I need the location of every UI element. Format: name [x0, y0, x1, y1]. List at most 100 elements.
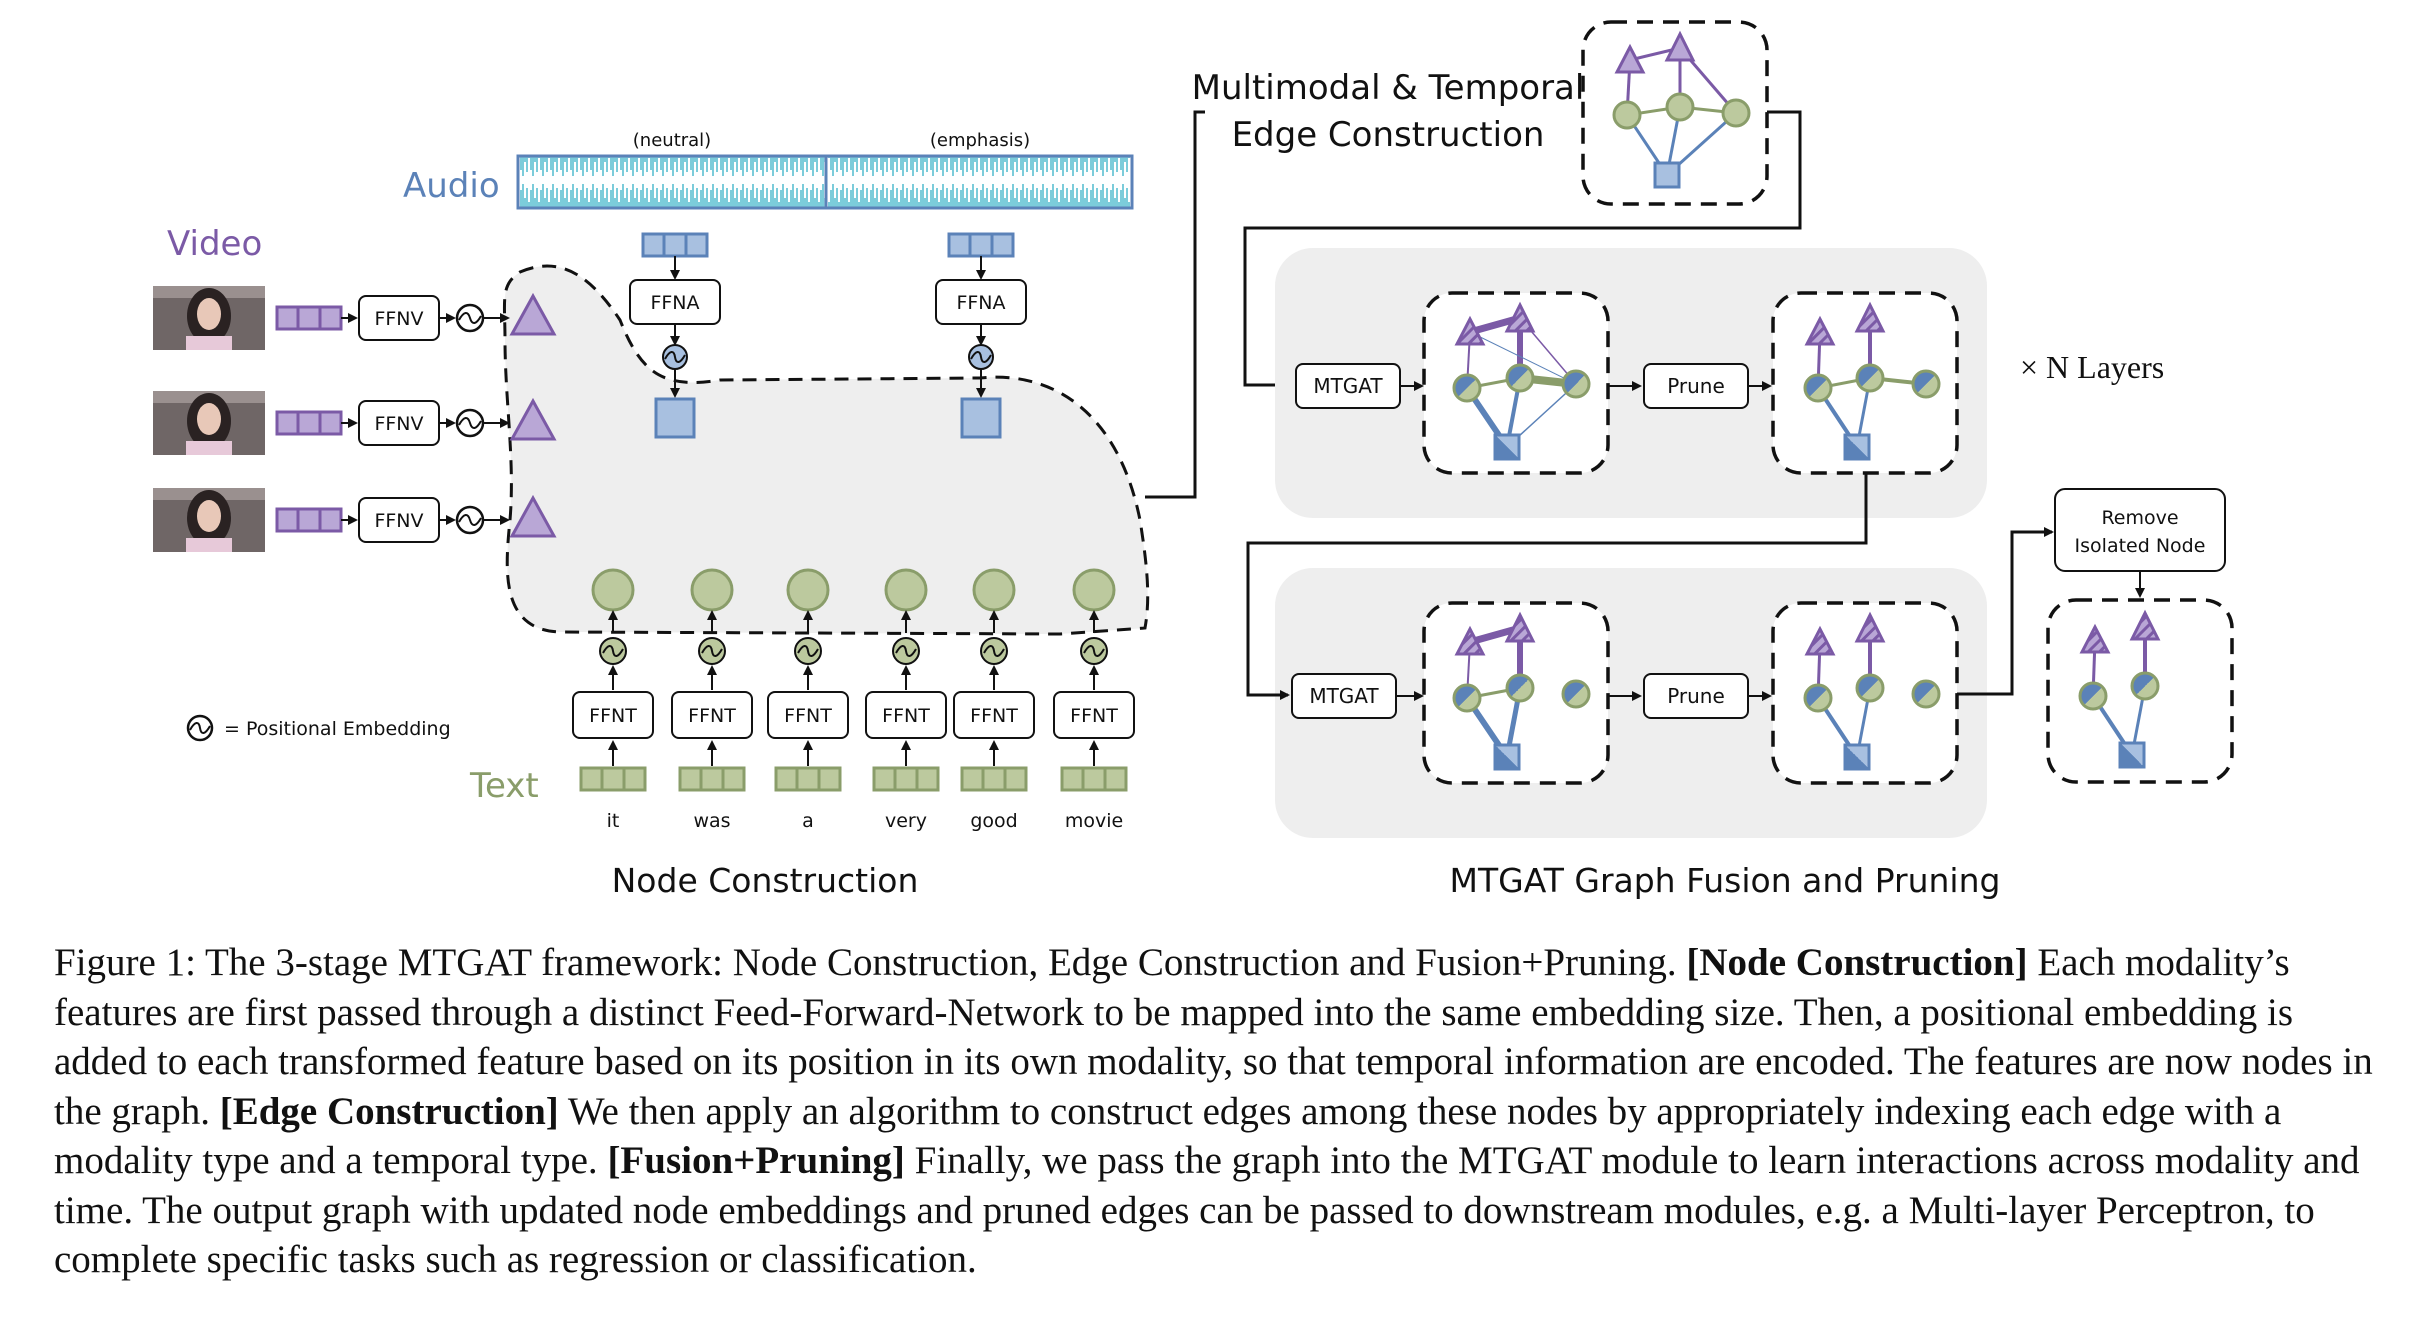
positional-embedding-icon — [455, 408, 485, 438]
video-feature-stack — [275, 305, 343, 331]
text-label: Text — [469, 766, 539, 806]
remove-line1: Remove — [2101, 507, 2178, 529]
ffn-text-label: FFNT — [688, 705, 736, 727]
video-row: FFNV — [153, 391, 557, 455]
pruned-graph-2 — [1803, 611, 1941, 771]
video-feature-stack — [275, 507, 343, 533]
edge-construction-title-2: Edge Construction — [1232, 115, 1545, 155]
ffn-text-box — [671, 691, 753, 739]
word-label: movie — [1065, 810, 1123, 832]
ffn-video-label: FFNV — [374, 413, 423, 435]
output-graph — [2078, 609, 2161, 769]
caption-edge-text: We then apply an algorithm to construct … — [54, 1089, 2282, 1183]
positional-embedding-icon — [794, 637, 822, 665]
positional-embedding-icon — [698, 637, 726, 665]
ffn-text-label: FFNT — [970, 705, 1018, 727]
text-node — [884, 568, 928, 612]
text-node — [591, 568, 635, 612]
ffn-audio-label: FFNA — [956, 292, 1005, 314]
n-layers-label: × N Layers — [2020, 349, 2164, 385]
caption-intro: Figure 1: The 3-stage MTGAT framework: N… — [54, 941, 1687, 984]
node-construction-title: Node Construction — [612, 861, 919, 900]
video-node — [509, 292, 557, 336]
attention-graph-1 — [1452, 301, 1591, 461]
text-column: FFNT was — [671, 568, 753, 832]
neutral-label: (neutral) — [633, 130, 711, 151]
text-column: FFNT a — [767, 568, 849, 832]
text-column: FFNT it — [572, 568, 654, 832]
ffn-text-box — [767, 691, 849, 739]
text-node — [690, 568, 734, 612]
word-label: it — [607, 810, 620, 832]
positional-embedding-icon — [599, 637, 627, 665]
fusion-pruning-title: MTGAT Graph Fusion and Pruning — [1450, 861, 2001, 900]
mtgat-label: MTGAT — [1309, 684, 1379, 708]
ffn-text-box — [1053, 691, 1135, 739]
ffn-text-box — [865, 691, 947, 739]
video-row: FFNV — [153, 488, 557, 552]
text-column: FFNT movie — [1053, 568, 1135, 832]
positional-embedding-legend: = Positional Embedding — [224, 718, 451, 740]
text-feature-stack — [1060, 766, 1128, 792]
text-node — [786, 568, 830, 612]
video-frame-thumbnail — [153, 488, 265, 552]
remove-isolated-node-box — [2054, 488, 2226, 572]
caption-node-text: Each modality’s features are first passe… — [54, 941, 2373, 1133]
caption-fusion-text: Finally, we pass the graph into the MTGA… — [54, 1139, 2360, 1281]
ffn-video-label: FFNV — [374, 308, 423, 330]
positional-embedding-icon — [892, 637, 920, 665]
initial-graph — [1612, 30, 1751, 189]
prune-label: Prune — [1667, 684, 1725, 708]
text-column: FFNT good — [953, 568, 1035, 832]
caption-node-construction: [Node Construction] — [1686, 941, 2028, 984]
word-label: was — [693, 810, 730, 832]
positional-embedding-icon — [455, 303, 485, 333]
mtgat-label: MTGAT — [1313, 374, 1383, 398]
remove-line2: Isolated Node — [2075, 535, 2206, 557]
mtgat-diagram: Audio (neutral) (emphasis) FFNA FFNA Vid… — [153, 20, 2234, 900]
text-columns: FFNT it FFNT was FFNT a FFNT very FFNT good FFNT mo… — [572, 568, 1135, 832]
text-feature-stack — [579, 766, 647, 792]
ffn-text-label: FFNT — [882, 705, 930, 727]
text-feature-stack — [872, 766, 940, 792]
audio-label: Audio — [403, 166, 500, 206]
ffn-video-label: FFNV — [374, 510, 423, 532]
emphasis-label: (emphasis) — [930, 130, 1030, 151]
positional-embedding-icon — [662, 344, 994, 370]
attention-graph-2 — [1452, 611, 1591, 771]
pruned-graph-1 — [1803, 301, 1941, 461]
caption-edge-construction: [Edge Construction] — [219, 1089, 559, 1133]
word-label: very — [885, 810, 927, 832]
audio-node — [654, 397, 696, 439]
text-feature-stack — [678, 766, 746, 792]
text-feature-stack — [960, 766, 1028, 792]
positional-embedding-icon — [980, 637, 1008, 665]
video-node — [509, 494, 557, 538]
edge-construction-title-1: Multimodal & Temporal — [1192, 68, 1585, 108]
audio-feature-stack — [641, 232, 1015, 258]
ffn-text-label: FFNT — [784, 705, 832, 727]
text-node — [972, 568, 1016, 612]
audio-waveform — [516, 154, 1134, 210]
positional-embedding-icon — [1080, 637, 1108, 665]
video-label: Video — [167, 224, 262, 264]
word-label: a — [802, 810, 814, 832]
video-rows: FFNV FFNV FFNV — [153, 286, 557, 552]
prune-label: Prune — [1667, 374, 1725, 398]
ffn-text-label: FFNT — [1070, 705, 1118, 727]
text-column: FFNT very — [865, 568, 947, 832]
figure-caption: Figure 1: The 3-stage MTGAT framework: N… — [54, 938, 2384, 1285]
word-label: good — [970, 810, 1017, 832]
node-embedding-region — [502, 264, 1150, 636]
ffn-audio-label: FFNA — [650, 292, 699, 314]
video-node — [509, 397, 557, 441]
video-frame-thumbnail — [153, 391, 265, 455]
ffn-text-box — [953, 691, 1035, 739]
ffn-text-box — [572, 691, 654, 739]
video-frame-thumbnail — [153, 286, 265, 350]
ffn-text-label: FFNT — [589, 705, 637, 727]
text-feature-stack — [774, 766, 842, 792]
text-node — [1072, 568, 1116, 612]
video-feature-stack — [275, 410, 343, 436]
positional-embedding-icon — [455, 505, 485, 535]
